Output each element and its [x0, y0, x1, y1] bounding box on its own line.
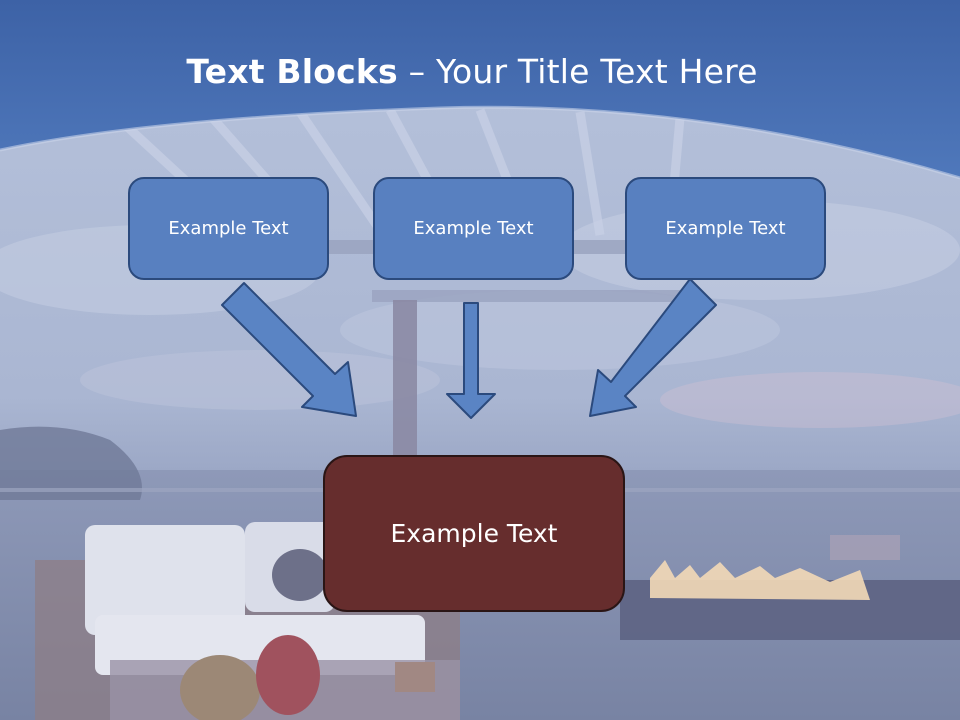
text-block-1-label: Example Text — [168, 218, 289, 239]
text-block-2[interactable]: Example Text — [373, 177, 574, 280]
title-rest-part: – Your Title Text Here — [397, 52, 758, 91]
slide-title: Text Blocks – Your Title Text Here — [0, 52, 944, 91]
text-block-1[interactable]: Example Text — [128, 177, 329, 280]
text-block-3-label: Example Text — [665, 218, 786, 239]
text-block-main-label: Example Text — [390, 519, 558, 548]
text-block-3[interactable]: Example Text — [625, 177, 826, 280]
text-block-main[interactable]: Example Text — [323, 455, 625, 612]
title-bold-part: Text Blocks — [186, 52, 398, 91]
text-block-2-label: Example Text — [413, 218, 534, 239]
